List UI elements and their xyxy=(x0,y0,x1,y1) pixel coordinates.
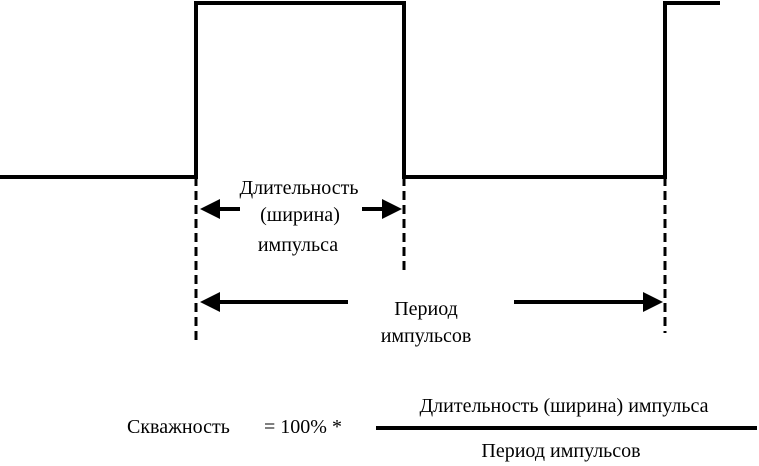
period-label-line1: Период xyxy=(394,298,458,320)
pulse-waveform xyxy=(0,1,720,179)
pulse-label-line1: Длительность xyxy=(239,177,359,199)
formula-lhs: Скважность xyxy=(127,416,230,438)
period-label-line2: импульсов xyxy=(380,325,472,347)
formula-numerator: Длительность (ширина) импульса xyxy=(419,395,709,417)
pulse-label-line3: импульса xyxy=(257,234,339,256)
formula-denominator: Период импульсов xyxy=(481,440,641,462)
period-arrow-left xyxy=(200,292,348,312)
pulse-width-arrow-left xyxy=(200,199,240,219)
pulse-width-arrow-right xyxy=(362,199,402,219)
pulse-label-line2: (ширина) xyxy=(260,204,340,226)
formula-equals: = 100% * xyxy=(264,416,342,438)
period-arrow-right xyxy=(514,292,663,312)
